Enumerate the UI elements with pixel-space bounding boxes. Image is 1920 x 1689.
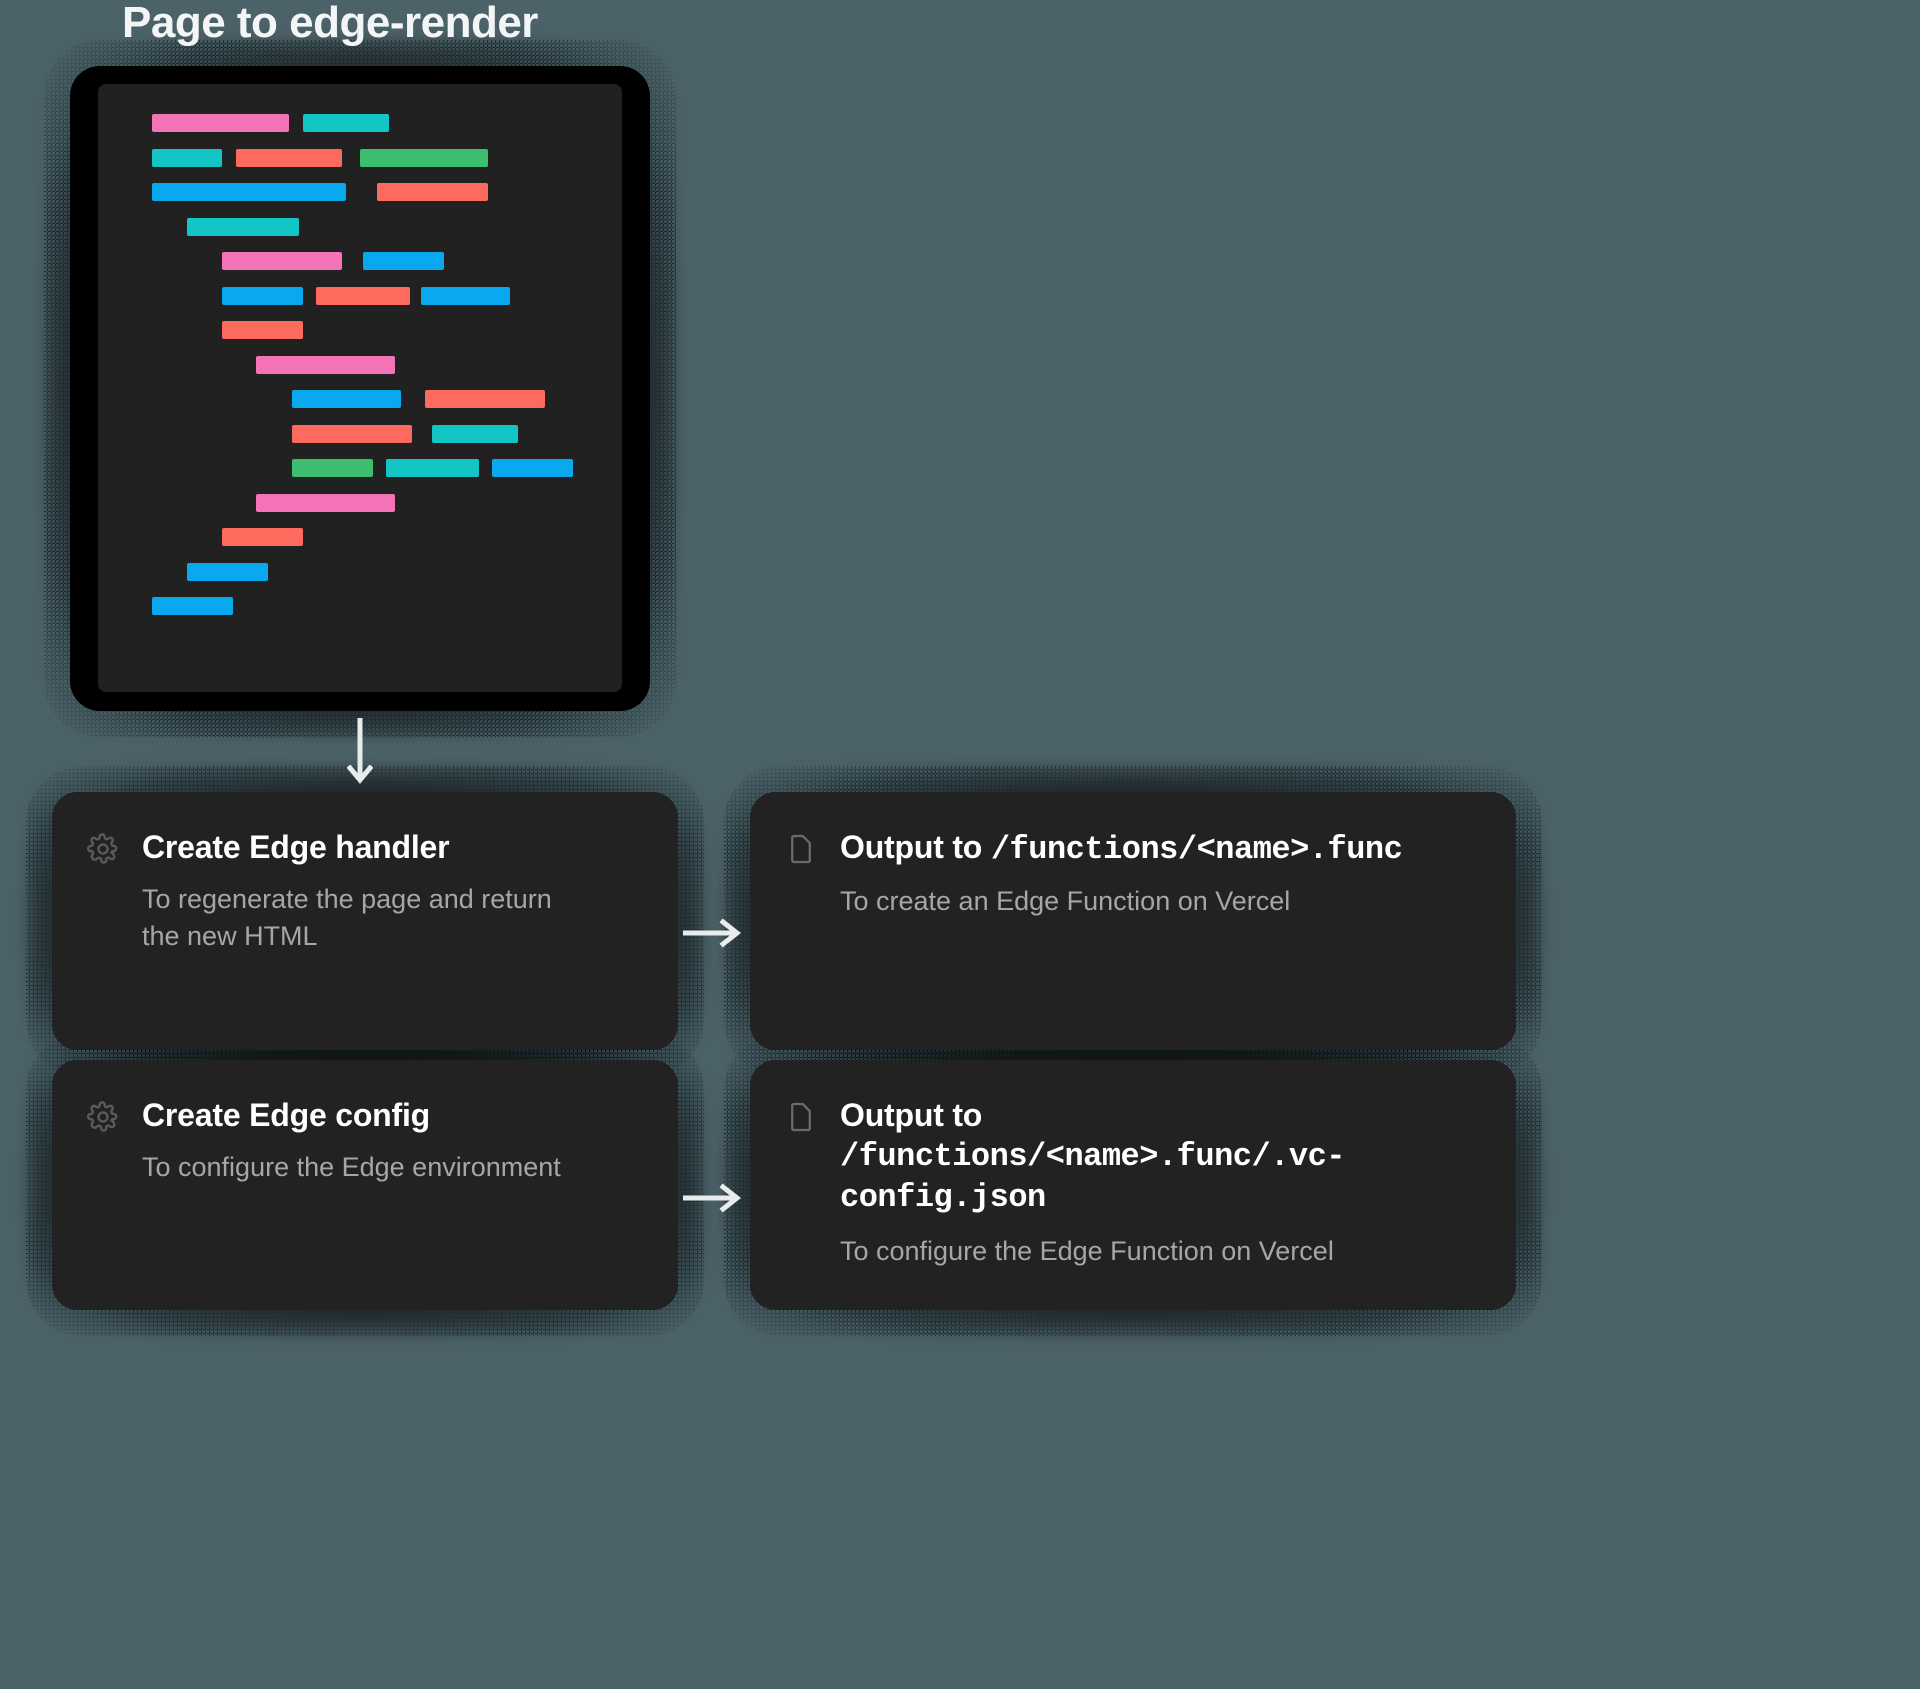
code-preview xyxy=(98,84,622,692)
file-icon xyxy=(784,832,818,866)
code-panel-frame xyxy=(70,66,650,711)
arrow-right-icon xyxy=(683,918,745,948)
card-title-plain: Output to xyxy=(840,1097,983,1133)
code-line-segment xyxy=(152,114,289,132)
card-output-vc-config[interactable]: Output to /functions/<name>.func/.vc-con… xyxy=(750,1060,1516,1310)
code-line-segment xyxy=(492,459,573,477)
card-title: Create Edge handler xyxy=(142,829,450,865)
card-description: To create an Edge Function on Vercel xyxy=(840,886,1291,917)
code-line-segment xyxy=(152,183,346,201)
page-title: Page to edge-render xyxy=(122,0,538,47)
code-line-segment xyxy=(360,148,488,167)
code-line-segment xyxy=(363,252,444,270)
arrow-right-icon xyxy=(683,1183,745,1213)
card-title: Create Edge config xyxy=(142,1097,431,1133)
code-line-segment xyxy=(152,597,233,615)
card-title-path: /functions/<name>.func xyxy=(990,831,1403,868)
gear-icon xyxy=(86,832,120,866)
code-line-segment xyxy=(421,286,510,305)
code-line-segment xyxy=(222,528,303,546)
code-line-segment xyxy=(292,390,401,408)
code-line-segment xyxy=(292,459,373,477)
card-create-edge-config[interactable]: Create Edge config To configure the Edge… xyxy=(52,1060,678,1310)
card-title: Output to /functions/<name>.func/.vc-con… xyxy=(840,1096,1476,1217)
code-line-segment xyxy=(222,321,303,339)
card-title-plain: Output to xyxy=(840,829,991,865)
card-description: To configure the Edge environment xyxy=(142,1152,561,1183)
gear-icon xyxy=(86,1100,120,1134)
card-output-functions-func[interactable]: Output to /functions/<name>.func To crea… xyxy=(750,792,1516,1050)
code-line-segment xyxy=(432,424,518,443)
code-line-segment xyxy=(152,148,222,167)
code-line-segment xyxy=(256,493,395,512)
code-line-segment xyxy=(386,459,479,477)
code-line-segment xyxy=(425,390,545,408)
code-line-segment xyxy=(256,355,395,374)
card-description: To regenerate the page and return the ne… xyxy=(142,884,552,952)
code-line-segment xyxy=(236,148,342,167)
code-line-segment xyxy=(316,286,410,305)
arrow-down-icon xyxy=(346,718,374,790)
card-create-edge-handler[interactable]: Create Edge handler To regenerate the pa… xyxy=(52,792,678,1050)
code-line-segment xyxy=(222,286,303,305)
code-line-segment xyxy=(303,114,389,132)
card-title-path: /functions/<name>.func/.vc-config.json xyxy=(840,1138,1345,1217)
file-icon xyxy=(784,1100,818,1134)
code-line-segment xyxy=(187,217,299,236)
code-line-segment xyxy=(377,183,488,201)
code-line-segment xyxy=(222,252,342,270)
code-line-segment xyxy=(187,562,268,581)
card-description: To configure the Edge Function on Vercel xyxy=(840,1236,1334,1267)
code-line-segment xyxy=(292,424,412,443)
card-title: Output to /functions/<name>.func xyxy=(840,828,1403,869)
